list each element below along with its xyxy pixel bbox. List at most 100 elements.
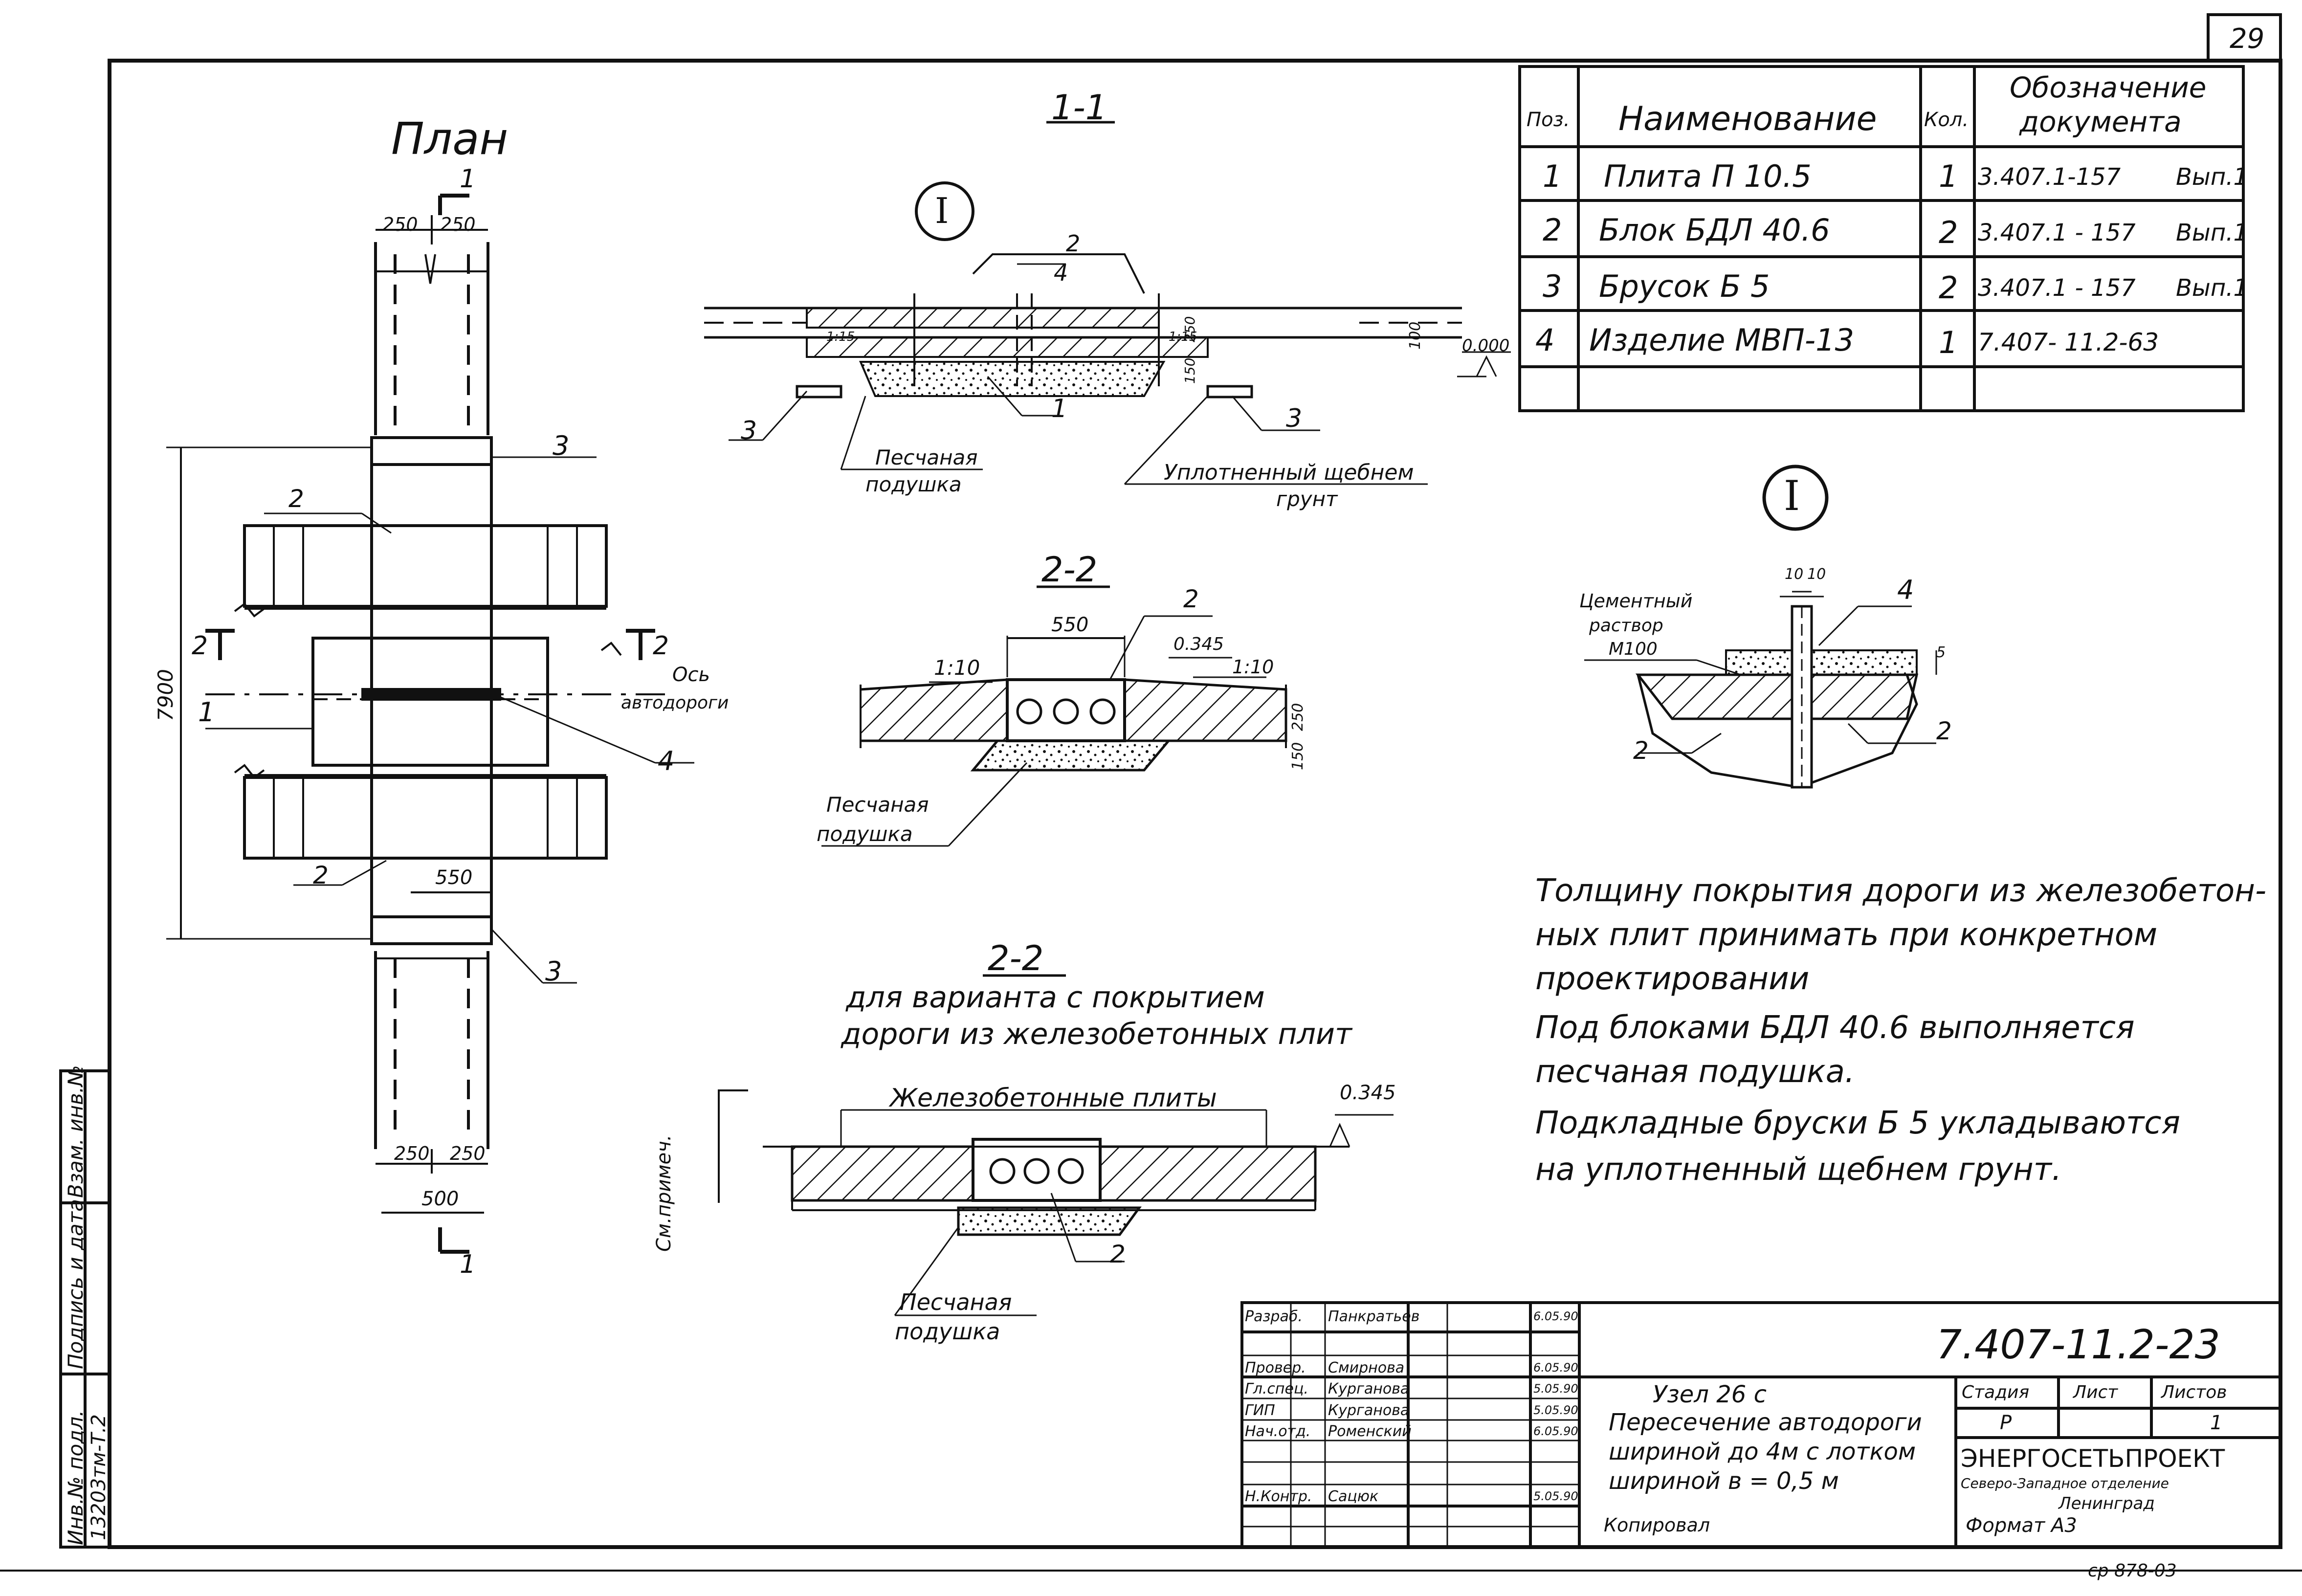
tb-date-2: 6.05.90 xyxy=(1533,1361,1578,1374)
section-1-1-slope-2: 1:15 xyxy=(1169,330,1197,344)
sheet-frame xyxy=(0,13,2302,1572)
note-line-6: Подкладные бруски Б 5 укладываются xyxy=(1535,1105,2180,1141)
plan-pos-3-a: 3 xyxy=(553,430,570,461)
plan-section-2-left: 2 xyxy=(192,631,208,661)
tb-role-5: Нач.отд. xyxy=(1245,1423,1311,1440)
plan-title: План xyxy=(391,113,509,165)
section-1-1-node: I xyxy=(935,190,949,231)
node-detail-mortar-2: раствор xyxy=(1589,616,1663,636)
tb-desc-4: шириной в = 0,5 м xyxy=(1609,1467,1839,1495)
section-2-2b-level: 0.345 xyxy=(1340,1082,1396,1104)
spec-header-name: Наименование xyxy=(1618,100,1877,138)
spec-row-1-pos: 1 xyxy=(1543,158,1562,194)
spec-row-3-name: Брусок Б 5 xyxy=(1599,268,1770,304)
section-2-2a-dim-250: 250 xyxy=(1289,703,1306,731)
section-2-2a-sand-1: Песчаная xyxy=(826,793,929,817)
tb-role-1: Разраб. xyxy=(1245,1308,1303,1325)
plan-dim-250-c: 250 xyxy=(394,1143,430,1164)
plan-dim-550: 550 xyxy=(435,866,473,889)
plan-pos-2-b: 2 xyxy=(313,861,329,889)
spec-header-doc-2: документа xyxy=(2019,105,2182,138)
section-1-1-level: 0.000 xyxy=(1462,336,1510,355)
plan-dim-250-d: 250 xyxy=(450,1143,486,1164)
spec-row-2-pos: 2 xyxy=(1543,212,1562,248)
plan-pos-3-b: 3 xyxy=(545,956,562,987)
plan-pos-2-a: 2 xyxy=(288,485,304,513)
section-2-2a-slope-2: 1:10 xyxy=(1232,656,1274,678)
spec-row-2-issue: Вып.1 xyxy=(2176,219,2249,246)
title-block-grid xyxy=(1240,1301,2282,1549)
node-detail-pos-2-b: 2 xyxy=(1936,717,1952,745)
section-2-2b-sand-1: Песчаная xyxy=(900,1289,1012,1315)
side-inv-label: Инв.№ подл. xyxy=(64,1410,88,1545)
section-2-2a-sand-2: подушка xyxy=(817,822,913,846)
section-2-2a-slope-1: 1:10 xyxy=(934,656,980,680)
spec-table-grid xyxy=(1518,65,2245,412)
tb-stage-value: Р xyxy=(2000,1412,2012,1434)
section-2-2b-subtitle-1: для варианта с покрытием xyxy=(846,980,1265,1015)
tb-desc-1: Узел 26 с xyxy=(1653,1381,1767,1408)
section-2-2a-level: 0.345 xyxy=(1173,634,1224,654)
plan-pos-4: 4 xyxy=(658,746,675,776)
section-1-1-pos-3-a: 3 xyxy=(741,416,757,445)
tb-name-6: Сацюк xyxy=(1328,1488,1379,1505)
plan-pos-1: 1 xyxy=(198,697,215,728)
note-line-4: Под блоками БДЛ 40.6 выполняется xyxy=(1535,1010,2135,1046)
tb-date-1: 6.05.90 xyxy=(1533,1309,1578,1323)
section-1-1-title: 1-1 xyxy=(1051,88,1107,128)
section-1-1-sand-2: подушка xyxy=(865,472,962,496)
spec-header-pos: Поз. xyxy=(1527,109,1570,131)
note-line-5: песчаная подушка. xyxy=(1535,1054,1855,1090)
section-1-1-dim-100: 100 xyxy=(1407,321,1424,350)
plan-dim-250-a: 250 xyxy=(382,214,418,235)
spec-row-4-pos: 4 xyxy=(1535,322,1555,358)
tb-role-3: Гл.спец. xyxy=(1245,1380,1308,1397)
section-1-1-gravel-2: грунт xyxy=(1276,487,1338,511)
section-1-1-sand-1: Песчаная xyxy=(875,445,978,469)
plan-axis-label-2: автодороги xyxy=(621,693,729,713)
note-line-3: проектировании xyxy=(1535,961,1810,997)
tb-role-2: Провер. xyxy=(1245,1359,1306,1376)
spec-row-1-doc: 3.407.1-157 xyxy=(1978,163,2121,191)
section-1-1-pos-1: 1 xyxy=(1051,394,1068,423)
section-2-2a-title: 2-2 xyxy=(1041,550,1098,590)
spec-row-3-qty: 2 xyxy=(1939,270,1958,306)
tb-date-4: 5.05.90 xyxy=(1533,1403,1578,1417)
section-1-1-gravel-1: Уплотненный щебнем xyxy=(1164,460,1414,485)
spec-row-2-qty: 2 xyxy=(1939,215,1958,250)
spec-row-3-doc: 3.407.1 - 157 xyxy=(1978,274,2136,302)
section-2-2b-subtitle-2: дороги из железобетонных плит xyxy=(841,1017,1352,1051)
tb-sheets-value: 1 xyxy=(2210,1412,2223,1434)
section-1-1-dim-250: 250 xyxy=(1182,316,1198,342)
section-2-2a-dim-150: 150 xyxy=(1289,742,1306,770)
section-2-2b-drawing xyxy=(718,974,1394,1316)
spec-row-2-doc: 3.407.1 - 157 xyxy=(1978,219,2136,246)
node-detail-mortar-3: М100 xyxy=(1609,639,1658,659)
tb-date-5: 6.05.90 xyxy=(1533,1424,1578,1438)
plan-dim-500: 500 xyxy=(421,1188,459,1210)
tb-organization: ЭНЕРГОСЕТЬПРОЕКТ xyxy=(1961,1444,2225,1473)
tb-role-4: ГИП xyxy=(1245,1402,1275,1419)
side-inv-value: 13203тм-Т.2 xyxy=(88,1414,110,1540)
plan-view xyxy=(166,194,694,1254)
plan-section-2-right: 2 xyxy=(653,631,669,661)
node-detail-pos-4: 4 xyxy=(1897,575,1914,605)
tb-sheets-header: Листов xyxy=(2161,1382,2227,1402)
tb-desc-3: шириной до 4м с лотком xyxy=(1609,1438,1916,1465)
spec-row-4-doc: 7.407- 11.2-63 xyxy=(1978,328,2159,356)
tb-stage-header: Стадия xyxy=(1962,1382,2030,1402)
spec-row-3-issue: Вып.1 xyxy=(2176,274,2249,302)
side-vzam-label: Взам. инв.№ xyxy=(64,1065,88,1198)
spec-row-4-name: Изделие МВП-13 xyxy=(1589,322,1855,358)
archive-stamp: ср 878-03 xyxy=(2088,1561,2177,1581)
plan-section-1-bottom: 1 xyxy=(460,1250,476,1279)
spec-row-1-issue: Вып.1 xyxy=(2176,163,2249,191)
format-label: Формат А3 xyxy=(1966,1514,2077,1537)
node-detail-dim-10-b: 10 xyxy=(1807,566,1826,583)
section-1-1-pos-3-b: 3 xyxy=(1286,404,1303,433)
note-line-7: на уплотненный щебнем грунт. xyxy=(1535,1152,2062,1188)
section-2-2b-pos-2: 2 xyxy=(1110,1240,1126,1268)
node-detail-dim-5: 5 xyxy=(1936,644,1946,661)
side-sign-label: Подпись и дата xyxy=(64,1199,88,1369)
